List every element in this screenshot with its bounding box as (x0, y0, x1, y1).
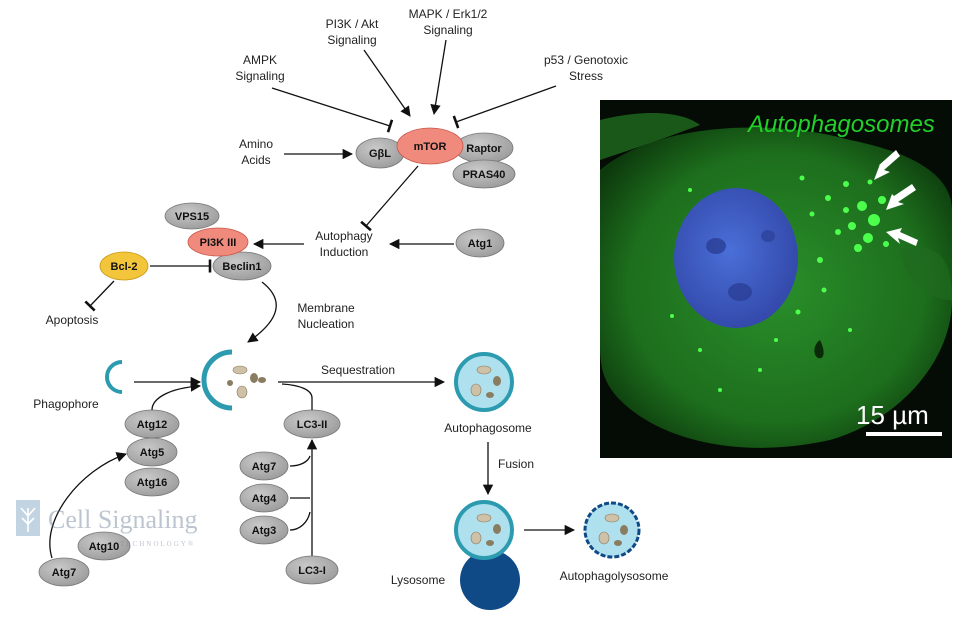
node-raptor: Raptor (454, 132, 514, 164)
signal-amino-acids: Amino Acids (239, 137, 273, 167)
micrograph-title: Autophagosomes (746, 111, 935, 138)
svg-text:mTOR: mTOR (414, 141, 447, 153)
signal-pi3k-akt: PI3K / Akt Signaling (326, 17, 379, 47)
signal-p53: p53 / Genotoxic Stress (544, 53, 628, 83)
inhibit-mtor-to-induction (360, 165, 419, 232)
svg-text:p53 / Genotoxic: p53 / Genotoxic (544, 53, 628, 67)
svg-text:TECHNOLOGY®: TECHNOLOGY® (120, 540, 195, 548)
svg-text:Atg4: Atg4 (252, 493, 277, 505)
signal-mapk: MAPK / Erk1/2 Signaling (409, 7, 488, 37)
puncta (670, 175, 889, 392)
svg-text:LC3-II: LC3-II (297, 419, 328, 431)
svg-text:PRAS40: PRAS40 (463, 169, 506, 181)
node-lc3-i: LC3-I (285, 555, 339, 585)
node-bcl2: Bcl-2 (99, 251, 149, 281)
label-autophagolysosome: Autophagolysosome (560, 569, 669, 583)
svg-text:Acids: Acids (241, 153, 270, 167)
svg-text:PI3K III: PI3K III (200, 237, 237, 249)
phagophore-membrane (105, 360, 123, 394)
svg-text:Signaling: Signaling (327, 33, 376, 47)
svg-text:Amino: Amino (239, 137, 273, 151)
fused-autophagosome (454, 500, 514, 560)
scale-bar-label: 15 µm (856, 400, 929, 430)
label-autophagy-induction: Autophagy Induction (315, 229, 372, 259)
svg-text:Atg5: Atg5 (140, 447, 164, 459)
node-atg10: Atg10 (77, 531, 131, 561)
svg-text:AMPK: AMPK (243, 53, 277, 67)
connector-atg7-mid (289, 455, 311, 467)
arrow-atg7-to-atg5 (49, 452, 127, 559)
cell-signaling-logo: Cell Signaling TECHNOLOGY® (16, 500, 198, 548)
node-gbl: GβL (355, 137, 405, 169)
svg-text:PI3K / Akt: PI3K / Akt (326, 17, 379, 31)
micrograph-arrows (874, 150, 918, 246)
svg-text:Induction: Induction (320, 245, 369, 259)
node-atg7-left: Atg7 (38, 557, 90, 587)
micrograph: Autophagosomes 15 µm (600, 100, 952, 458)
svg-text:Raptor: Raptor (466, 143, 502, 155)
expanding-phagophore (201, 349, 266, 411)
svg-text:Atg3: Atg3 (252, 525, 276, 537)
connector-atg3 (289, 511, 311, 531)
svg-text:Signaling: Signaling (423, 23, 472, 37)
label-lysosome: Lysosome (391, 573, 446, 587)
label-phagophore: Phagophore (33, 397, 99, 411)
autophagolysosome (583, 501, 641, 559)
node-pi3k-iii: PI3K III (187, 227, 249, 257)
arrow-pi3k-to-mtor (363, 49, 411, 117)
node-atg3: Atg3 (239, 515, 289, 545)
lysosome (460, 550, 520, 610)
node-lc3-ii: LC3-II (283, 409, 341, 439)
svg-text:Atg12: Atg12 (137, 419, 168, 431)
svg-text:Atg16: Atg16 (137, 477, 168, 489)
svg-text:LC3-I: LC3-I (298, 565, 326, 577)
svg-text:Membrane: Membrane (297, 301, 355, 315)
connector-lc3-to-sequestration (281, 383, 313, 410)
inhibit-bcl2-to-apoptosis (84, 280, 115, 312)
node-atg7-mid: Atg7 (239, 451, 289, 481)
svg-text:Atg7: Atg7 (252, 461, 276, 473)
svg-text:Beclin1: Beclin1 (222, 261, 261, 273)
label-apoptosis: Apoptosis (46, 313, 99, 327)
node-atg1: Atg1 (455, 228, 505, 258)
svg-text:GβL: GβL (369, 148, 391, 160)
svg-text:Signaling: Signaling (235, 69, 284, 83)
scale-bar (866, 432, 942, 436)
svg-text:Atg10: Atg10 (89, 541, 120, 553)
arrow-beclin-to-vesicle (247, 281, 277, 343)
autophagosome (454, 352, 514, 412)
label-autophagosome: Autophagosome (444, 421, 532, 435)
label-fusion: Fusion (498, 457, 534, 471)
node-atg12: Atg12 (124, 409, 180, 439)
svg-text:Nucleation: Nucleation (298, 317, 355, 331)
svg-text:Cell Signaling: Cell Signaling (48, 505, 198, 534)
node-pras40: PRAS40 (452, 159, 516, 189)
svg-text:Atg7: Atg7 (52, 567, 76, 579)
signal-ampk: AMPK Signaling (235, 53, 284, 83)
svg-text:MAPK / Erk1/2: MAPK / Erk1/2 (409, 7, 488, 21)
node-atg5: Atg5 (126, 437, 178, 467)
svg-text:Bcl-2: Bcl-2 (111, 261, 138, 273)
node-atg4: Atg4 (239, 483, 289, 513)
svg-text:Autophagy: Autophagy (315, 229, 372, 243)
node-atg16: Atg16 (124, 467, 180, 497)
arrow-atg12-to-cup (151, 381, 202, 411)
svg-text:VPS15: VPS15 (175, 211, 209, 223)
label-membrane-nucleation: Membrane Nucleation (297, 301, 355, 331)
svg-text:Stress: Stress (569, 69, 603, 83)
nucleus (674, 188, 798, 328)
arrow-mapk-to-mtor (430, 39, 447, 116)
node-beclin1: Beclin1 (212, 251, 272, 281)
svg-text:Atg1: Atg1 (468, 238, 492, 250)
inhibit-ampk-to-mtor (271, 87, 394, 133)
inhibit-p53-to-mtor (452, 85, 557, 129)
node-mtor: mTOR (396, 127, 464, 165)
label-sequestration: Sequestration (321, 363, 395, 377)
node-vps15: VPS15 (164, 202, 220, 230)
